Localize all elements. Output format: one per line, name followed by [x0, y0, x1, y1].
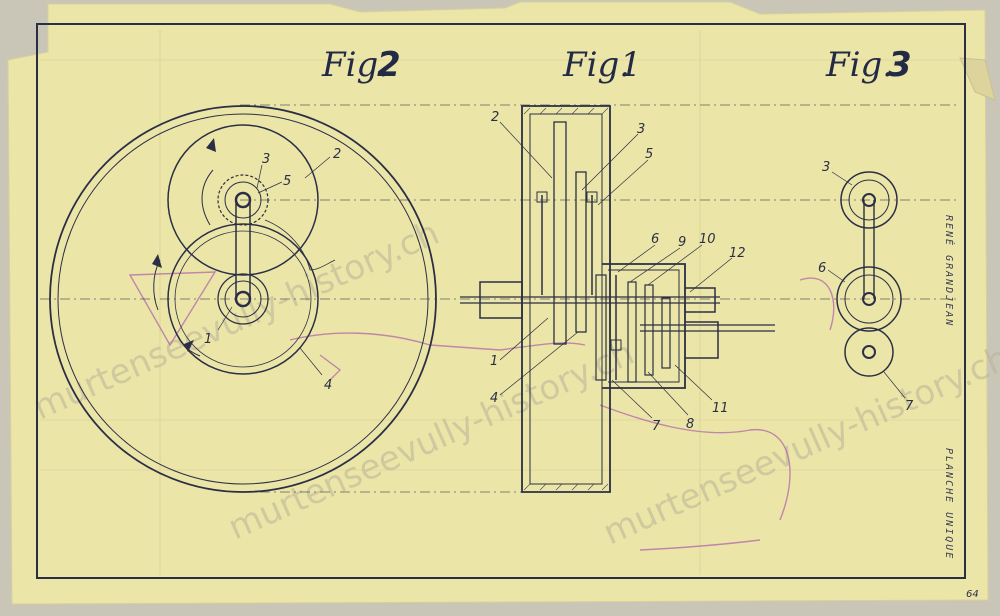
gear-5 — [217, 174, 269, 226]
corner-mark: 64 — [966, 589, 979, 600]
callout-label: 7 — [652, 419, 661, 434]
fig3-callouts: 3 6 7 — [818, 160, 914, 414]
callout-label: 7 — [905, 399, 914, 414]
arrow-head-icon — [206, 138, 216, 152]
callout-label: 6 — [818, 261, 826, 276]
callout-label: 9 — [678, 235, 686, 250]
fig3-gear-6 — [836, 266, 902, 332]
gear-1 — [217, 273, 269, 325]
gear-4-inner — [174, 230, 312, 368]
callout-label: 5 — [645, 147, 653, 162]
fig3-title: Fig. 3 — [825, 45, 912, 85]
fig1-drawing — [460, 105, 775, 493]
fig1-callouts: 2 3 5 6 9 10 12 1 4 7 8 11 — [490, 110, 746, 434]
fig3-drawing — [827, 171, 906, 399]
arrow-head-icon — [184, 340, 194, 352]
callout-label: 10 — [699, 232, 716, 247]
plate-3 — [575, 171, 587, 333]
callout-label: 8 — [686, 417, 694, 432]
sheet-label: PLANCHE UNIQUE — [943, 448, 954, 560]
faint-grid — [40, 30, 960, 575]
fig1-title: Fig. 1 — [562, 45, 642, 85]
fig2-callouts: 3 2 5 1 4 — [204, 147, 341, 393]
callout-label: 1 — [490, 354, 498, 369]
callout-label: 11 — [712, 401, 729, 416]
border-frame — [36, 23, 966, 579]
callout-label: 2 — [333, 147, 341, 162]
paper-torn-corner — [959, 57, 996, 101]
fig2-title-number: 2 — [377, 45, 401, 85]
large-disc-inner — [57, 113, 429, 485]
arrow-head-icon — [152, 254, 162, 268]
housing-body — [521, 105, 611, 493]
callout-label: 4 — [324, 378, 332, 393]
callout-label: 6 — [651, 232, 659, 247]
plate-2 — [553, 121, 567, 345]
fig1-title-label: Fig. — [562, 45, 630, 85]
fig2-title: Fig. 2 — [321, 45, 401, 85]
fig3-title-number: 3 — [888, 45, 912, 85]
rotation-arrow-1 — [201, 169, 214, 226]
callout-label: 4 — [490, 391, 498, 406]
gear-2 — [167, 124, 319, 276]
right-hub — [685, 287, 716, 313]
center-lines — [40, 104, 960, 493]
fig3-gear-3 — [840, 171, 898, 229]
callout-label: 3 — [262, 152, 270, 167]
callout-label: 3 — [637, 122, 645, 137]
left-hub — [479, 281, 523, 319]
callout-label: 5 — [283, 174, 291, 189]
gear-4 — [167, 223, 319, 375]
callout-label: 2 — [491, 110, 499, 125]
fig1-title-number: 1 — [620, 45, 642, 85]
author-name: RENÉ GRANDJEAN — [943, 215, 956, 327]
fig3-title-label: Fig. — [825, 45, 893, 85]
fig2-title-label: Fig. — [321, 45, 389, 85]
large-disc-outer — [49, 105, 437, 493]
callout-label: 12 — [729, 246, 746, 261]
gear-box — [602, 263, 686, 389]
fig3-gear-7 — [844, 327, 894, 377]
callout-label: 3 — [822, 160, 830, 175]
callout-label: 1 — [204, 332, 212, 347]
